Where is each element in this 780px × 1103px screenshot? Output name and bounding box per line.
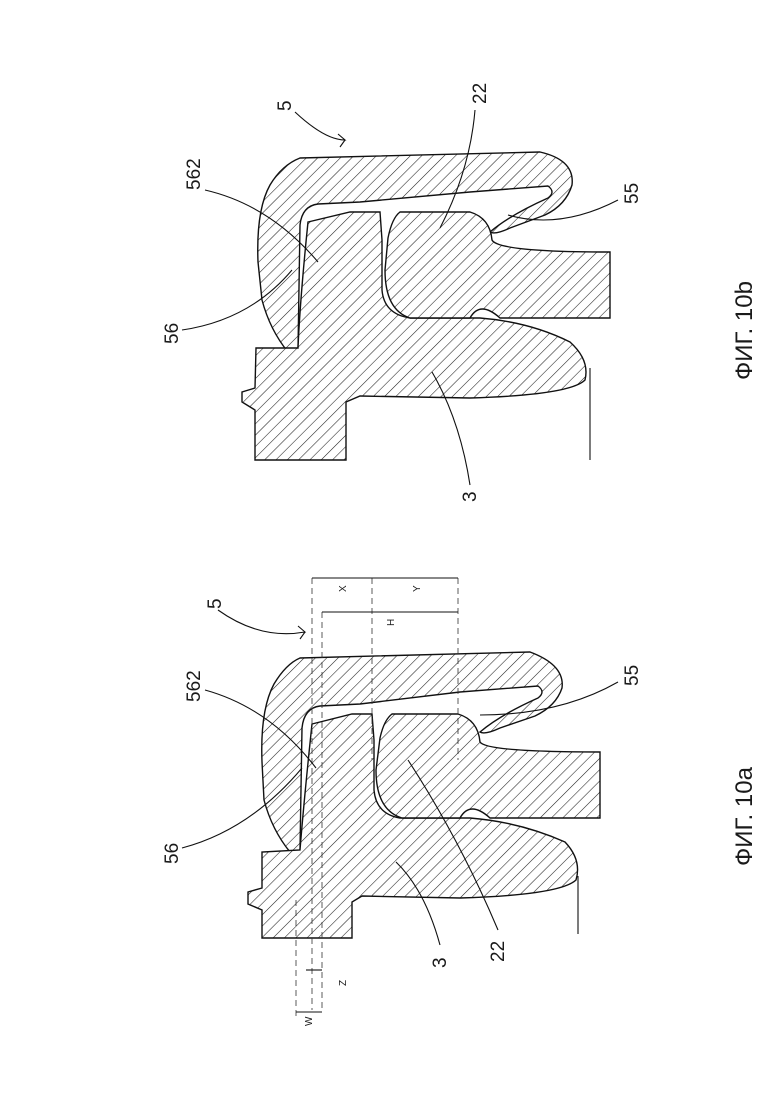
label-55-a: 55 — [622, 665, 643, 686]
label-22-a: 22 — [488, 941, 509, 962]
label-562-b: 562 — [184, 158, 205, 190]
caption-10a: ФИГ. 10a — [731, 766, 758, 866]
dim-label-x: X — [338, 585, 349, 592]
arrow-5-b — [295, 112, 345, 147]
label-56-a: 56 — [162, 843, 183, 864]
dim-label-w: W — [304, 1016, 315, 1026]
label-5-a: 5 — [205, 598, 226, 609]
caption-10b: ФИГ. 10b — [731, 281, 758, 380]
figure-10b: 5 562 56 22 55 3 ФИГ. 10b — [162, 83, 758, 502]
dim-label-y: Y — [412, 585, 423, 592]
label-5-b: 5 — [275, 100, 296, 111]
label-3-a: 3 — [430, 957, 451, 968]
dim-label-h: H — [386, 619, 397, 626]
figure-10a: X Y H Z W 5 562 56 22 55 3 ФИГ. 10a — [162, 578, 758, 1026]
label-56-b: 56 — [162, 323, 183, 344]
arrow-5-a — [218, 610, 305, 639]
label-22-b: 22 — [470, 83, 491, 104]
label-55-b: 55 — [622, 183, 643, 204]
dim-label-z: Z — [338, 980, 349, 986]
label-3-b: 3 — [460, 491, 481, 502]
label-562-a: 562 — [184, 670, 205, 702]
